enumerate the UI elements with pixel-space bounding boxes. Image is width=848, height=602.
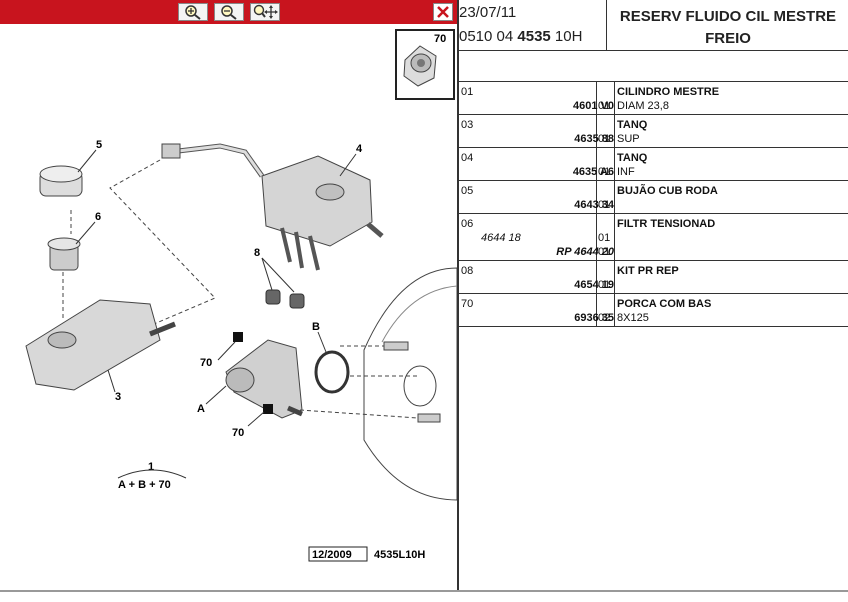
reservoir-cap [39,165,83,197]
table-row[interactable]: 08 4654 19 01 KIT PR REP [459,261,848,294]
zoom-out-icon [221,5,237,20]
svg-text:70: 70 [200,357,212,369]
o-ring [314,350,350,394]
doc-date: 23/07/11 [459,4,517,21]
pan-zoom-icon [253,4,278,19]
table-row[interactable]: 01 4601 V0 01 CILINDRO MESTRE DIAM 23,8 [459,82,848,115]
svg-text:B: B [312,321,320,333]
svg-text:A + B + 70: A + B + 70 [118,479,171,491]
svg-text:4535L10H: 4535L10H [374,549,425,561]
svg-text:3: 3 [115,391,121,403]
lower-tank [25,299,176,391]
table-row[interactable]: 03 4635 88 01 TANQ SUP [459,115,848,148]
table-row[interactable]: 05 4643 34 01 BUJÃO CUB RODA [459,181,848,214]
zoom-in-icon [185,5,201,20]
close-icon [437,6,449,18]
brake-booster [363,267,457,501]
callout-70-detail: 70 [434,33,446,45]
pan-zoom-button[interactable] [250,3,280,21]
upper-tank [261,155,384,271]
close-button[interactable] [433,3,453,21]
table-row[interactable]: 04 4635 A6 01 TANQ INF [459,148,848,181]
seal-kit [265,289,305,309]
footer-date-box [308,546,368,562]
svg-text:5: 5 [96,139,102,151]
filter-part [47,237,81,271]
exploded-parts-diagram[interactable]: 70 5 6 3 [0,24,457,590]
svg-text:8: 8 [254,247,260,259]
master-cylinder [225,339,303,419]
svg-text:4: 4 [356,143,363,155]
zoom-out-button[interactable] [214,3,244,21]
zoom-in-button[interactable] [178,3,208,21]
svg-text:70: 70 [232,427,244,439]
svg-text:A: A [197,403,205,415]
svg-text:12/2009: 12/2009 [312,549,352,561]
parts-panel: 23/07/11 0510 04 4535 10H RESERV FLUIDO … [459,0,848,590]
nut-marker [263,404,273,414]
diagram-panel: 70 5 6 3 [0,0,457,590]
nut-icon [403,45,437,87]
table-row[interactable]: 70 6936 35 02 PORCA COM BAS 8X125 [459,294,848,327]
svg-text:6: 6 [95,211,101,223]
nut-marker [233,332,243,342]
parts-table: 01 4601 V0 01 CILINDRO MESTRE DIAM 23,8 … [459,81,848,327]
svg-text:1: 1 [148,461,154,473]
diagram-toolbar [0,0,457,24]
doc-code: 0510 04 4535 10H [459,28,583,45]
table-row[interactable]: 06 4644 18 01 RP 4644 20 01 FILTR TENSIO… [459,214,848,261]
